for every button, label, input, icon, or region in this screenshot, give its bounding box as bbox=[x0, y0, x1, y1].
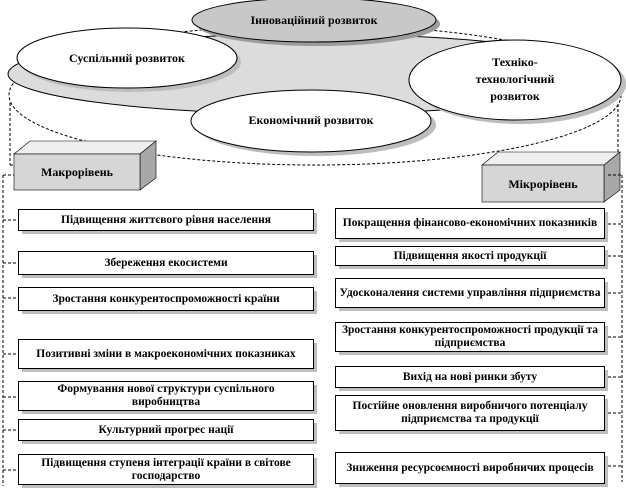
techno-ellipse bbox=[408, 39, 622, 121]
macro-item-2: Збереження екосистеми bbox=[18, 251, 317, 278]
innovative-ellipse bbox=[191, 0, 437, 43]
social-ellipse bbox=[16, 27, 238, 89]
micro-item-6: Постійне оновлення виробничого потенціал… bbox=[335, 395, 608, 434]
macro-item-7: Підвищення ступеня інтеграції країни в с… bbox=[18, 454, 317, 488]
techno-label-line2: технологічний bbox=[475, 72, 555, 86]
micro-item-1: Покращення фінансово-економічних показни… bbox=[335, 208, 608, 242]
macro-connectors bbox=[2, 103, 18, 486]
macro-item-1: Підвищення життєвого рівня населення bbox=[18, 209, 317, 234]
social-label: Суспільний розвиток bbox=[69, 51, 185, 65]
micro-item-5: Вихід на нові ринки збуту bbox=[335, 366, 608, 391]
techno-label-line1: Техніко- bbox=[492, 55, 538, 69]
macro-item-6: Культурний прогрес нації bbox=[18, 419, 317, 444]
economic-label: Економічний розвиток bbox=[248, 113, 374, 127]
macro-item-4: Позитивні зміни в макроекономічних показ… bbox=[18, 339, 317, 372]
innovative-label: Інноваційний розвиток bbox=[250, 13, 378, 27]
micro-item-4: Зростання конкурентоспроможності продукц… bbox=[335, 322, 608, 355]
techno-label: Техніко- технологічний розвиток bbox=[455, 54, 575, 105]
micro-header-block bbox=[481, 151, 621, 203]
techno-label-line3: розвиток bbox=[490, 89, 540, 103]
macro-header: Макрорівень bbox=[41, 165, 113, 179]
macro-item-5: Формування нової структури суспільного в… bbox=[18, 381, 317, 414]
macro-item-3: Зростання конкурентоспроможності країни bbox=[18, 287, 317, 314]
micro-item-7: Зниження ресурсоємності виробничих проце… bbox=[335, 452, 608, 487]
micro-item-2: Підвищення якості продукції bbox=[335, 246, 608, 269]
micro-connectors bbox=[608, 104, 623, 482]
economic-ellipse bbox=[190, 89, 432, 153]
micro-header: Мікрорівень bbox=[508, 177, 578, 191]
macro-header-block bbox=[13, 140, 157, 191]
micro-item-3: Удосконалення системи управління підприє… bbox=[335, 278, 608, 311]
